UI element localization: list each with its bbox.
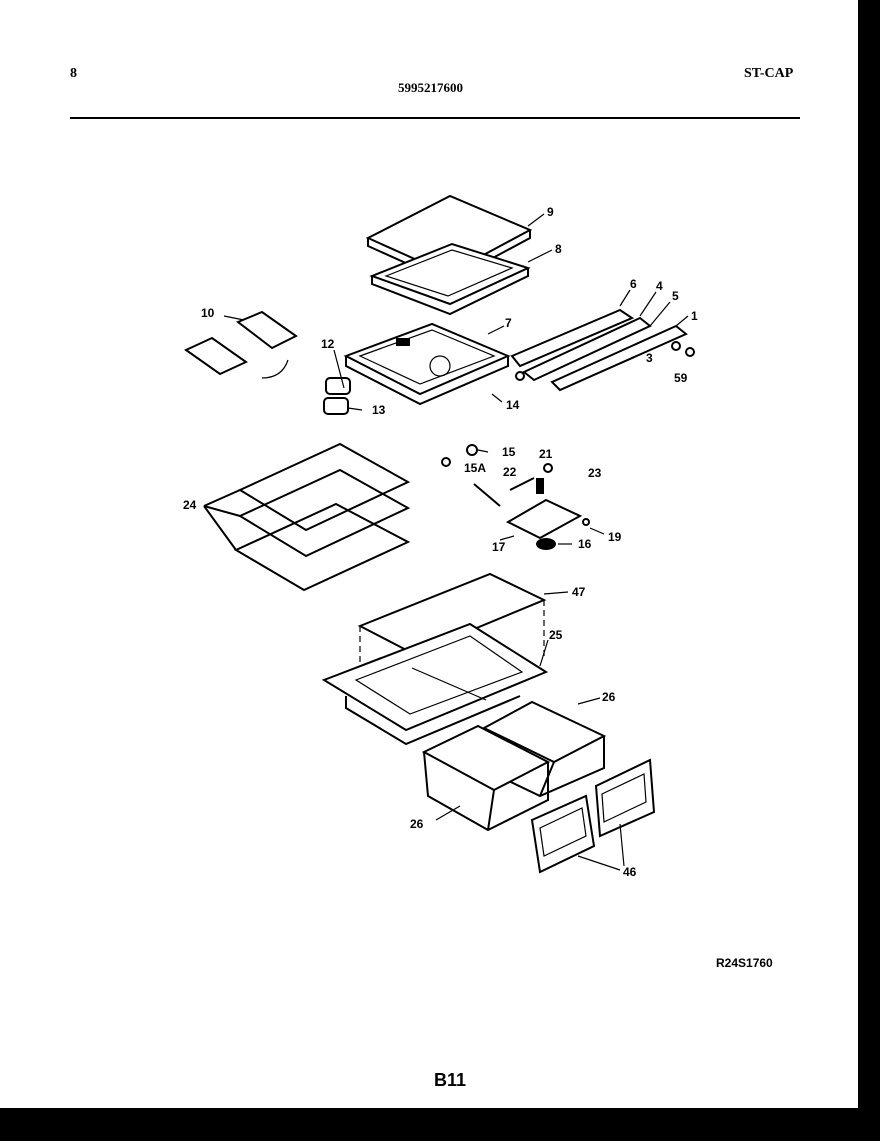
part-drawer-fronts — [530, 758, 656, 874]
callout-47: 47 — [572, 585, 586, 599]
part-clips — [323, 377, 351, 415]
callout-5: 5 — [672, 289, 679, 303]
callout-21: 21 — [539, 447, 553, 461]
callout-9: 9 — [547, 205, 554, 219]
callout-8: 8 — [555, 242, 562, 256]
callout-7: 7 — [505, 316, 512, 330]
callout-4: 4 — [656, 279, 663, 293]
model-code: ST-CAP — [744, 66, 794, 81]
callout-12: 12 — [321, 337, 335, 351]
diagram-page: 8 5995217600 ST-CAP — [0, 0, 858, 1108]
callout-15: 15 — [502, 445, 516, 459]
page-number: 8 — [70, 66, 77, 81]
callout-24: 24 — [183, 498, 197, 512]
callout-3: 3 — [646, 351, 653, 365]
part-shelf-frame — [369, 242, 531, 316]
callout-14: 14 — [506, 398, 520, 412]
callout-25: 25 — [549, 628, 563, 642]
folio-number: B11 — [434, 1070, 467, 1090]
callout-10: 10 — [201, 306, 215, 320]
part-crisper-frame — [321, 622, 549, 746]
callout-26-upper: 26 — [602, 690, 616, 704]
document-number: 5995217600 — [398, 80, 463, 95]
part-control-assembly — [441, 444, 590, 550]
callout-17: 17 — [492, 540, 506, 554]
exploded-parts-diagram: 9 8 10 7 6 4 5 1 12 3 59 13 14 15 15A 22… — [183, 194, 698, 879]
part-drawers — [421, 700, 607, 832]
part-glass-shelves — [203, 442, 411, 592]
callout-46: 46 — [623, 865, 637, 879]
part-shelf-rails — [184, 310, 298, 379]
callout-23: 23 — [588, 466, 602, 480]
callout-1: 1 — [691, 309, 698, 323]
part-long-bars — [510, 308, 695, 392]
callout-59: 59 — [674, 371, 688, 385]
callout-16: 16 — [578, 537, 592, 551]
callout-19: 19 — [608, 530, 622, 544]
leader-lines — [223, 213, 689, 871]
header-rule — [70, 117, 800, 119]
part-tray — [343, 322, 511, 406]
callout-26-lower: 26 — [410, 817, 424, 831]
callout-13: 13 — [372, 403, 386, 417]
callout-6: 6 — [630, 277, 637, 291]
reference-code: R24S1760 — [716, 956, 773, 970]
callout-labels: 9 8 10 7 6 4 5 1 12 3 59 13 14 15 15A 22… — [183, 205, 698, 879]
callout-15a: 15A — [464, 461, 486, 475]
callout-22: 22 — [503, 465, 517, 479]
